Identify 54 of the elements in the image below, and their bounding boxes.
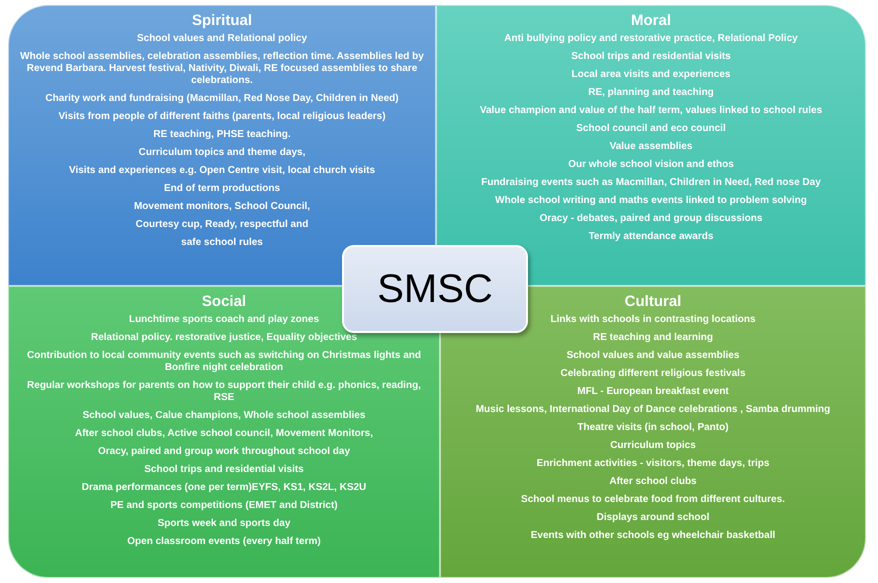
list-item: Value champion and value of the half term, values linked to school rules (478, 105, 824, 117)
list-item: Curriculum topics (609, 440, 697, 452)
list-item: Sports week and sports day (156, 518, 292, 530)
list-item: After school clubs (608, 476, 698, 488)
list-item: End of term productions (162, 183, 282, 195)
quadrant-heading: Moral (630, 12, 672, 29)
list-item: MFL - European breakfast event (576, 386, 730, 398)
quadrant-heading: Social (200, 293, 248, 310)
list-item: School trips and residential visits (570, 51, 732, 63)
list-item: Regular workshops for parents on how to support their child e.g. phonics, reading, RSE (26, 380, 422, 404)
list-item: School values and Relational policy (136, 33, 308, 45)
list-item: Local area visits and experiences (570, 69, 732, 81)
list-item: Oracy, paired and group work throughout school day (96, 446, 352, 458)
list-item: Contribution to local community events such as switching on Christmas lights and Bonfire night celebration (26, 350, 422, 374)
list-item: Drama performances (one per term)EYFS, KS1, KS2L, KS2U (80, 482, 368, 494)
list-item: Events with other schools eg wheelchair basketball (530, 530, 776, 542)
quadrant-heading: Spiritual (190, 12, 253, 29)
list-item: Curriculum topics and theme days, (138, 147, 306, 159)
list-item: Charity work and fundraising (Macmillan, Red Nose Day, Children in Need) (44, 93, 400, 105)
list-item: Open classroom events (every half term) (126, 536, 322, 548)
list-item: Relational policy. restorative justice, Equality objectives (90, 332, 358, 344)
center-box (342, 245, 528, 333)
list-item: Celebrating different religious festivals (559, 368, 747, 380)
list-item: School values, Calue champions, Whole school assemblies (82, 410, 366, 422)
list-item: Movement monitors, School Council, (132, 201, 312, 213)
list-item: Theatre visits (in school, Panto) (576, 422, 730, 434)
list-item: School council and eco council (575, 123, 727, 135)
list-item: Fundraising events such as Macmillan, Children in Need, Red nose Day (480, 177, 822, 189)
list-item: Music lessons, International Day of Dance celebrations , Samba drumming (474, 404, 832, 416)
list-item: Our whole school vision and ethos (567, 159, 735, 171)
list-item: After school clubs, Active school council, Movement Monitors, (74, 428, 374, 440)
list-item: RE teaching and learning (592, 332, 714, 344)
list-item: Courtesy cup, Ready, respectful and (134, 219, 310, 231)
center-title: SMSC (377, 266, 493, 312)
list-item: Visits and experiences e.g. Open Centre visit, local church visits (68, 165, 376, 177)
list-item: RE teaching, PHSE teaching. (152, 129, 292, 141)
list-item: Enrichment activities - visitors, theme days, trips (536, 458, 770, 470)
list-item: PE and sports competitions (EMET and District) (109, 500, 339, 512)
quadrant-heading: Cultural (624, 293, 682, 310)
list-item: Whole school writing and maths events linked to problem solving (494, 195, 808, 207)
list-item: School trips and residential visits (143, 464, 305, 476)
list-item: Links with schools in contrasting locations (549, 314, 757, 326)
list-item: Visits from people of different faiths (parents, local religious leaders) (57, 111, 387, 123)
list-item: Value assemblies (608, 141, 694, 153)
list-item: Lunchtime sports coach and play zones (128, 314, 320, 326)
list-item: School values and value assemblies (566, 350, 740, 362)
list-item: Whole school assemblies, celebration assemblies, reflection time. Assemblies led by Revend Barbara. Harvest festival, Nativity, Diwali, RE focused assemblies to share celebrations. (19, 51, 425, 87)
list-item: School menus to celebrate food from different cultures. (520, 494, 786, 506)
list-item: safe school rules (180, 237, 264, 249)
list-item: Termly attendance awards (588, 231, 714, 243)
list-item: RE, planning and teaching (587, 87, 715, 99)
list-item: Displays around school (596, 512, 710, 524)
list-item: Anti bullying policy and restorative practice, Relational Policy (503, 33, 799, 45)
list-item: Oracy - debates, paired and group discussions (538, 213, 764, 225)
